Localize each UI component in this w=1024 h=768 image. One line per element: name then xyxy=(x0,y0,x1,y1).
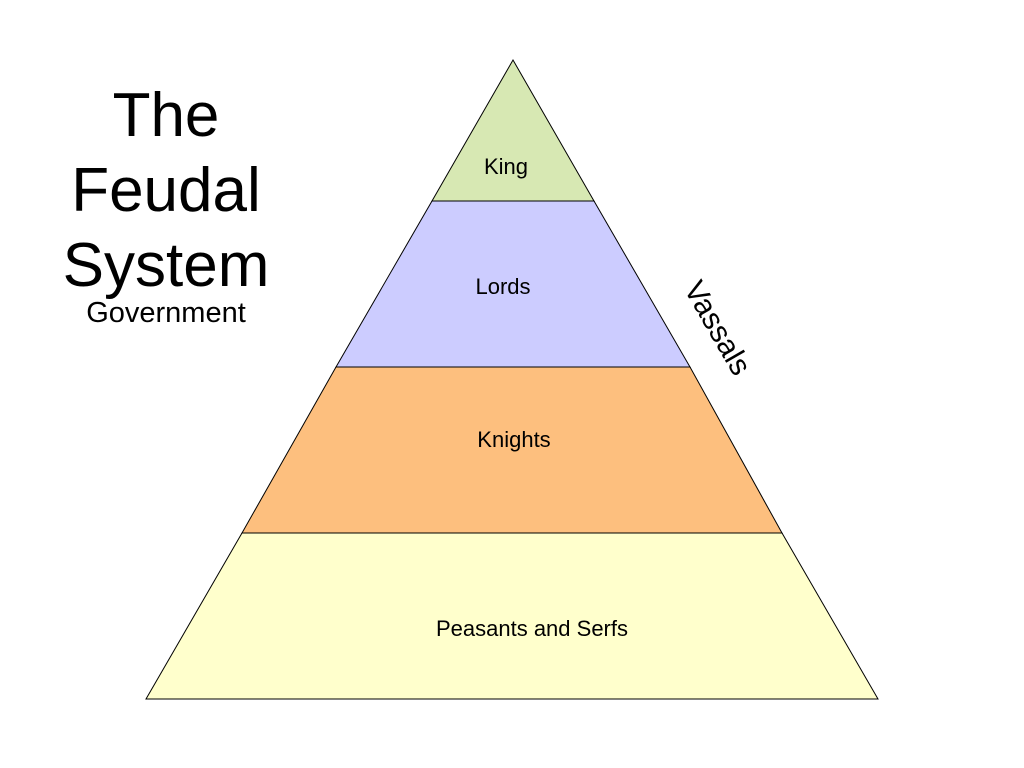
tier-peasants-and-serfs xyxy=(145,532,879,700)
diagram-subtitle: Government xyxy=(86,297,246,329)
tier-label-king: King xyxy=(484,154,528,179)
tier-label-peasants-and-serfs: Peasants and Serfs xyxy=(436,616,628,641)
tier-king xyxy=(431,58,595,202)
title-line-3: System xyxy=(62,231,270,300)
title-line-1: The xyxy=(112,81,220,150)
tier-label-knights: Knights xyxy=(477,427,550,452)
diagram-title: The Feudal System Government xyxy=(40,78,292,331)
title-line-2: Feudal xyxy=(71,156,261,225)
tier-label-lords: Lords xyxy=(475,274,530,299)
